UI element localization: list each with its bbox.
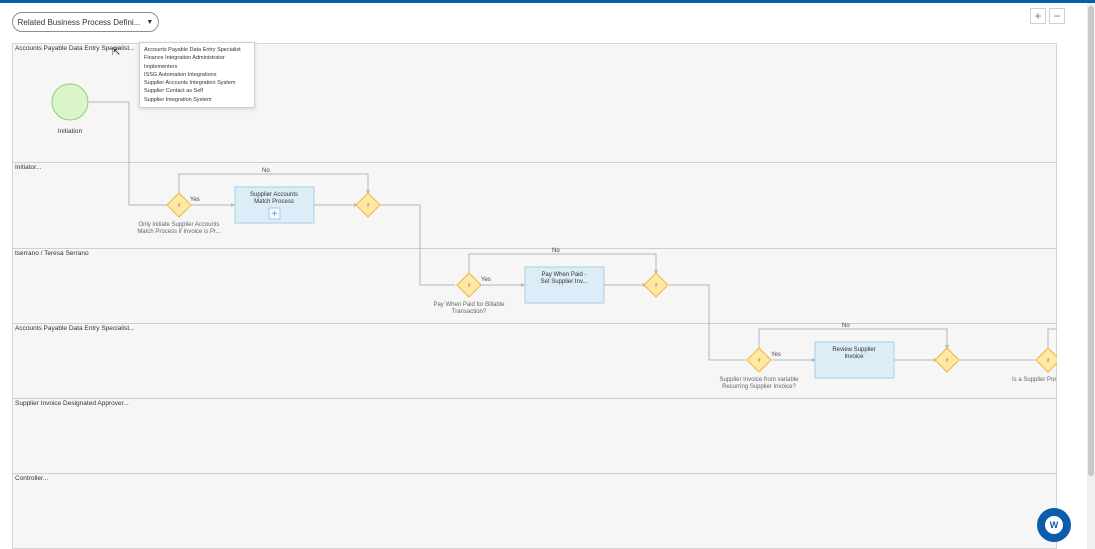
- arrowhead: [366, 190, 370, 194]
- tooltip-item: Finance Integration Administrator: [144, 55, 225, 62]
- no-label: No: [262, 168, 270, 174]
- lane-roles-tooltip: Accounts Payable Data Entry Specialist F…: [139, 42, 255, 108]
- top-accent-bar: [0, 0, 1095, 3]
- connector-line: [89, 101, 167, 206]
- yes-label: Yes: [771, 352, 781, 358]
- zoom-out-button[interactable]: −: [1049, 8, 1065, 24]
- condition-label: Match Process if Invoice is Pr...: [137, 229, 221, 235]
- lane-label-ap-specialist[interactable]: Accounts Payable Data Entry Specialist..…: [15, 45, 135, 52]
- gateway[interactable]: if: [166, 192, 192, 218]
- gateway-symbol: if: [946, 358, 949, 364]
- task-supplier-accounts-match[interactable]: Supplier Accounts Match Process +: [234, 186, 315, 224]
- connector-line: [669, 284, 746, 361]
- task-pay-when-paid[interactable]: Pay When Paid - Set Supplier Inv...: [524, 266, 605, 304]
- task-title-line: Set Supplier Inv...: [541, 279, 588, 285]
- chevron-down-icon: ▼: [146, 18, 154, 26]
- task-title-line: Pay When Paid -: [541, 272, 586, 278]
- condition-label: Transaction?: [452, 309, 487, 315]
- arrowheads: [231, 190, 949, 362]
- lane-label-invoice-approver[interactable]: Supplier Invoice Designated Approver...: [15, 400, 129, 407]
- start-event-label: Initiation: [58, 128, 83, 135]
- connector-line: [758, 328, 948, 348]
- arrowhead: [231, 203, 235, 207]
- condition-label: Recurring Supplier Invoice?: [722, 384, 796, 390]
- gateway[interactable]: if: [934, 347, 960, 373]
- tooltip-item: Supplier Integration System: [144, 96, 212, 103]
- no-label: No: [842, 323, 850, 329]
- tooltip-item: Accounts Payable Data Entry Specialist: [144, 47, 241, 53]
- arrowhead: [945, 345, 949, 349]
- gateway-symbol: if: [655, 283, 658, 289]
- start-event[interactable]: [51, 83, 89, 121]
- canvas-edge-mask: [1057, 43, 1087, 549]
- task-title-line: Supplier Accounts: [250, 192, 298, 198]
- gateway-symbol: if: [1047, 358, 1050, 364]
- condition-label: Is a Supplier Por: [1012, 377, 1056, 383]
- gateway[interactable]: if: [456, 272, 482, 298]
- gateway[interactable]: if: [355, 192, 381, 218]
- task-title-line: Invoice: [844, 354, 864, 360]
- gateway[interactable]: if: [1035, 347, 1061, 373]
- mouse-cursor-icon: ⇱: [112, 47, 121, 58]
- arrowhead: [521, 283, 525, 287]
- gateway[interactable]: if: [746, 347, 772, 373]
- tooltip-item: ISSG Automation Integrations: [144, 71, 217, 78]
- lane-label-controller[interactable]: Controller...: [15, 475, 49, 482]
- gateway-symbol: if: [178, 203, 181, 209]
- tooltip-item: Implementers: [144, 63, 178, 70]
- arrowhead: [654, 270, 658, 274]
- related-process-dropdown[interactable]: Related Business Process Defini... ▼: [12, 12, 159, 32]
- gateway-symbol: if: [367, 203, 370, 209]
- plus-icon: +: [272, 209, 278, 220]
- task-review-supplier-invoice[interactable]: Review Supplier Invoice: [814, 341, 895, 379]
- no-label: No: [552, 248, 560, 254]
- gateway-symbol: if: [758, 358, 761, 364]
- yes-label: Yes: [481, 277, 491, 283]
- workday-logo-icon: W: [1045, 516, 1063, 534]
- zoom-in-button[interactable]: +: [1030, 8, 1046, 24]
- lane-divider: [12, 323, 1057, 324]
- lane-divider: [12, 473, 1057, 474]
- tooltip-item: Supplier Accounts Integration System: [144, 80, 236, 87]
- dropdown-label: Related Business Process Defini...: [17, 17, 141, 27]
- add-subprocess-icon[interactable]: [268, 207, 281, 220]
- workday-assistant-button[interactable]: W: [1037, 508, 1071, 542]
- gateway-symbol: if: [468, 283, 471, 289]
- lane-divider: [12, 162, 1057, 163]
- lane-label-initiator[interactable]: Initiator...: [15, 164, 42, 171]
- lane-label-tserrano[interactable]: tserrano / Teresa Serrano: [15, 250, 89, 257]
- connector-line: [380, 204, 455, 286]
- condition-label: Only initiate Supplier Accounts: [138, 222, 219, 228]
- arrowhead: [812, 358, 816, 362]
- condition-label: Supplier Invoice from variable: [719, 377, 799, 383]
- connector-line: [1047, 328, 1057, 348]
- connector-line: [468, 253, 657, 273]
- vertical-scrollbar[interactable]: [1087, 3, 1095, 549]
- condition-label: Pay When Paid for Billable: [433, 302, 505, 308]
- yes-label: Yes: [190, 197, 200, 203]
- lane-divider: [12, 398, 1057, 399]
- flow-connectors: [89, 101, 1057, 361]
- gateway[interactable]: if: [643, 272, 669, 298]
- lane-divider: [12, 248, 1057, 249]
- task-title-line: Review Supplier: [832, 347, 875, 353]
- task-title-line: Match Process: [254, 199, 294, 205]
- scrollbar-thumb[interactable]: [1088, 6, 1094, 476]
- connector-line: [178, 173, 369, 193]
- lane-label-ap-specialist-2[interactable]: Accounts Payable Data Entry Specialist..…: [15, 325, 135, 332]
- tooltip-item: Supplier Contact as Self: [144, 88, 204, 95]
